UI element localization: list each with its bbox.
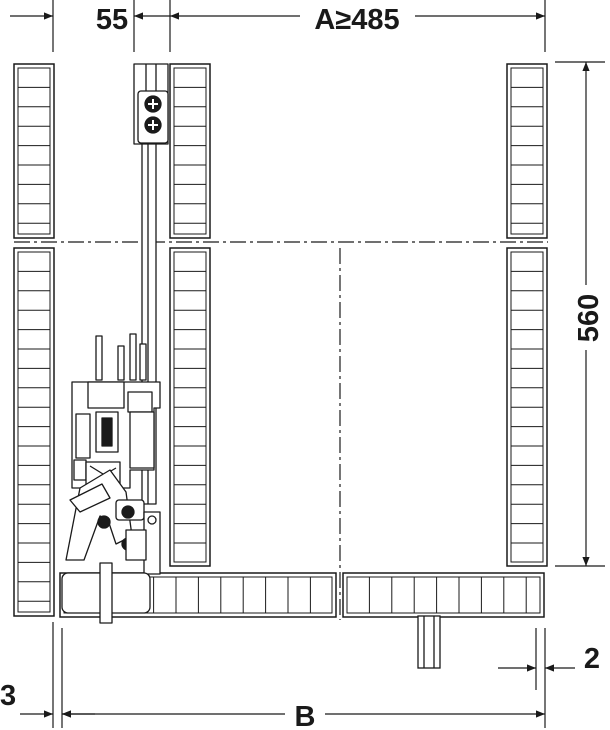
bottom-panel-right-inner [346, 576, 541, 614]
extension-lines [52, 0, 605, 728]
inner-left-panel-upper-inner [173, 67, 207, 235]
leveling-foot [417, 615, 441, 669]
dimension-label-inner-width: A≥485 [314, 4, 399, 36]
right-side-panel-upper-inner [510, 67, 544, 235]
dimension-label-depth: 560 [573, 294, 605, 342]
dimension-lines [10, 12, 590, 718]
left-side-panel-upper-inner [17, 67, 51, 235]
dimension-label-overall-width: B [295, 701, 316, 730]
dimension-label-front-offset: 3 [0, 680, 16, 712]
hinge-mechanism [61, 63, 169, 624]
dimension-label-rear-offset: 2 [584, 643, 600, 675]
centerlines [14, 241, 548, 620]
dimension-label-55: 55 [96, 4, 128, 36]
cabinet-panels [13, 63, 548, 618]
left-side-panel-lower-inner [17, 251, 51, 613]
